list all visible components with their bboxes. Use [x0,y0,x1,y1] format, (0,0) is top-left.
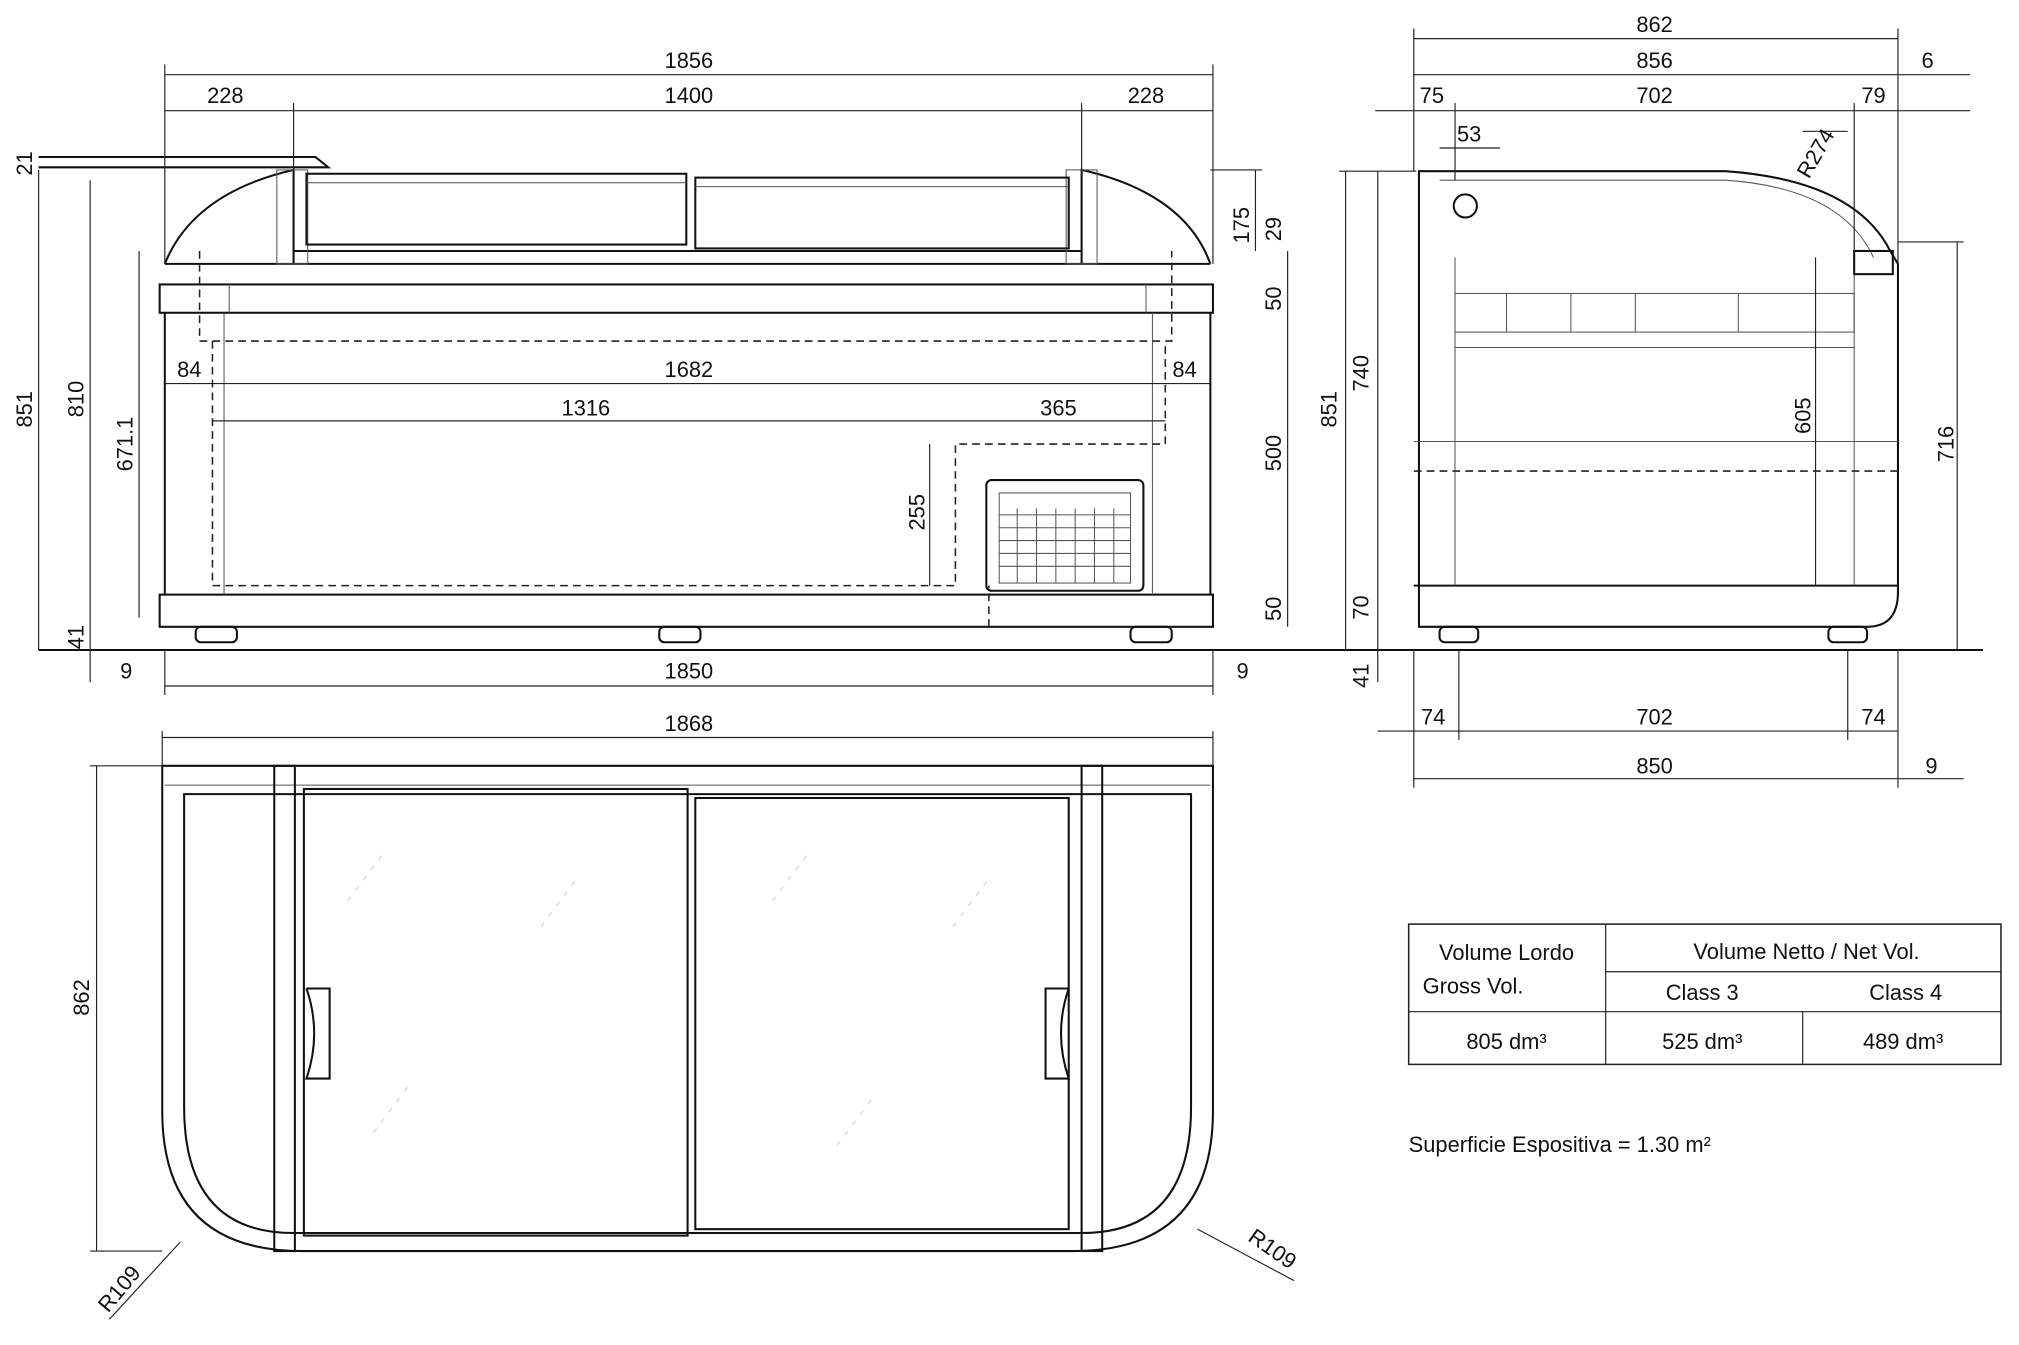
dim-lid-top: 29 [1261,217,1286,241]
dim-right: 79 [1861,83,1885,108]
dim-depth: 856 [1636,48,1673,73]
volume-table: Volume Lordo Gross Vol. Volume Netto / N… [1407,923,2002,1066]
display-surface: Superficie Espositiva = 1.30 m² [1409,1132,1711,1157]
dim-radius-right: R109 [1244,1224,1301,1274]
dim-overhang: 6 [1921,48,1933,73]
dim-body-height: 810 [64,381,89,417]
dim-left: 75 [1420,83,1444,108]
dim-center: 1400 [665,83,714,108]
dim-overall-width: 1856 [665,48,714,73]
dim-foot-height: 41 [64,625,89,649]
dim-lid-height: 175 [1229,207,1254,243]
dim-inner-width: 1682 [665,357,714,382]
net-header: Volume Netto / Net Vol. [1693,939,1919,964]
dim-rim: 50 [1261,286,1286,310]
dim-base: 70 [1349,595,1374,619]
dim-inner-height: 671.1 [113,417,138,472]
lid-handle-right [1044,987,1071,1080]
glass-lid-left [302,787,689,1237]
gross-header-1: Volume Lordo [1439,940,1574,965]
dim-top-offset: 21 [12,151,37,175]
gross-header-2: Gross Vol. [1423,974,1524,999]
class4-header: Class 4 [1869,980,1942,1005]
dim-gap: 9 [1925,754,1937,779]
dim-inner-height: 605 [1790,397,1815,433]
dim-compressor-width: 365 [1040,396,1077,421]
dim-depth: 862 [69,979,94,1015]
class3-value: 525 dm³ [1662,1029,1742,1054]
dim-base-depth: 850 [1636,754,1673,779]
compressor-grill [999,508,1131,584]
gross-value: 805 dm³ [1466,1029,1546,1054]
dim-total-height: 851 [1317,391,1342,427]
side-view: 862 856 6 75 702 79 53 R274 851 740 605 … [1317,12,1971,788]
dim-total-height: 851 [12,391,37,427]
glass-lid-right [694,796,1070,1231]
dim-overall-depth: 862 [1636,12,1673,37]
dim-gap-right: 9 [1236,658,1248,683]
dim-margin-right: 84 [1172,357,1196,382]
hinge-icon [1452,193,1478,219]
dim-gap-left: 9 [120,658,132,683]
dim-body-height: 740 [1349,355,1374,391]
dim-width: 1868 [665,711,714,736]
dim-foot-left: 74 [1421,705,1445,730]
dim-inner-left: 1316 [562,396,611,421]
class4-value: 489 dm³ [1863,1029,1943,1054]
dim-foot-span: 702 [1636,705,1673,730]
dim-base: 50 [1261,597,1286,621]
dim-compressor-height: 255 [905,494,930,530]
dim-rim-height: 716 [1933,426,1958,462]
lid-handle-left [305,987,331,1080]
dim-hinge: 53 [1457,122,1481,147]
dim-foot: 41 [1349,664,1374,688]
dim-side-left: 228 [207,83,244,108]
dim-base-width: 1850 [665,658,714,683]
front-view: 1856 228 1400 228 21 851 810 671.1 41 17… [12,48,1983,696]
dim-foot-right: 74 [1861,705,1885,730]
top-view: 1868 862 R109 R109 [69,711,1301,1320]
dim-basket-height: 500 [1261,435,1286,471]
dim-margin-left: 84 [177,357,201,382]
dim-radius: R274 [1792,124,1840,182]
dim-side-right: 228 [1128,83,1165,108]
dim-center: 702 [1636,83,1673,108]
class3-header: Class 3 [1666,980,1739,1005]
